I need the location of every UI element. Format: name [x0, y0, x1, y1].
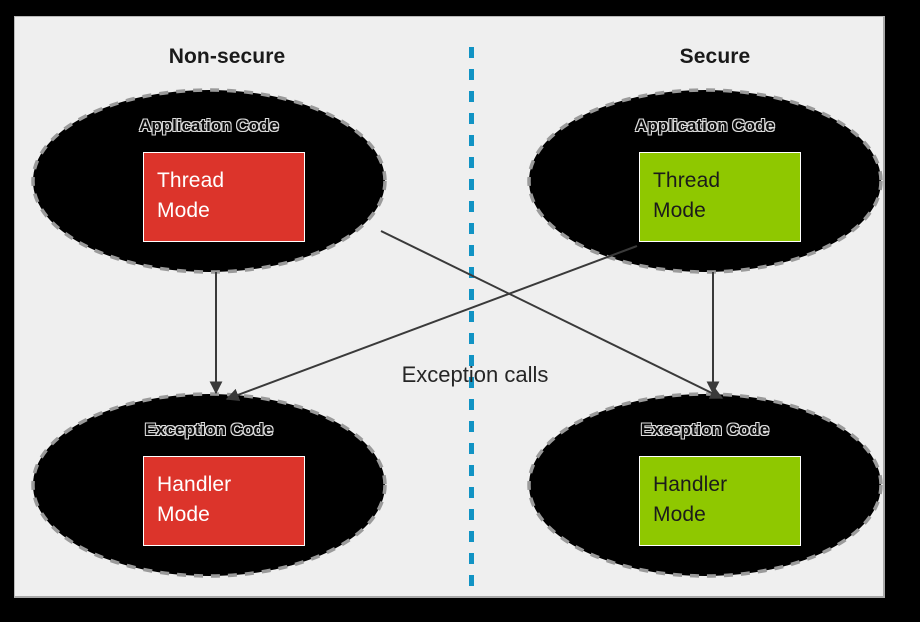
mode-box-nonsecure-handler: Handler Mode — [143, 456, 305, 546]
node-label-application-code: Application Code — [635, 115, 776, 135]
mode-box-line-1: Thread — [157, 169, 225, 192]
mode-box-line-1: Handler — [157, 473, 232, 496]
mode-box-line-1: Thread — [653, 169, 721, 192]
node-label-application-code: Application Code — [139, 115, 280, 135]
security-boundary-divider — [469, 47, 474, 595]
mode-box-secure-handler: Handler Mode — [639, 456, 801, 546]
column-title-non-secure: Non-secure — [168, 45, 286, 68]
node-label-exception-code: Exception Code — [144, 419, 274, 439]
diagram-canvas: Non-secure Secure Application Code Threa… — [14, 16, 885, 598]
node-secure-exception-code: Exception Code Handler Mode — [527, 392, 883, 578]
mode-box-line-1: Handler — [653, 473, 728, 496]
node-secure-application-code: Application Code Thread Mode — [527, 88, 883, 274]
mode-box-secure-thread: Thread Mode — [639, 152, 801, 242]
mode-box-line-2: Mode — [157, 199, 210, 222]
exception-calls-label: Exception calls — [401, 362, 549, 387]
node-nonsecure-application-code: Application Code Thread Mode — [31, 88, 387, 274]
mode-box-line-2: Mode — [653, 199, 706, 222]
column-title-secure: Secure — [679, 45, 751, 68]
mode-box-line-2: Mode — [157, 503, 210, 526]
mode-box-nonsecure-thread: Thread Mode — [143, 152, 305, 242]
node-label-exception-code: Exception Code — [640, 419, 770, 439]
mode-box-line-2: Mode — [653, 503, 706, 526]
node-nonsecure-exception-code: Exception Code Handler Mode — [31, 392, 387, 578]
